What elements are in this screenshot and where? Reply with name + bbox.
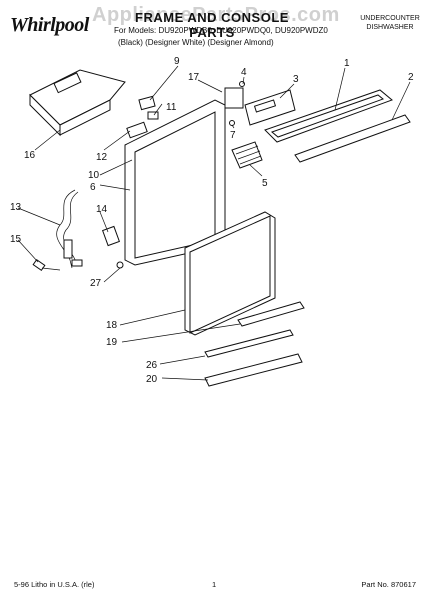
leader-lines xyxy=(17,65,411,381)
models-line: For Models: DU920PWDB0, DU920PWDQ0, DU92… xyxy=(114,26,328,35)
part-27-screw xyxy=(116,261,124,269)
callout-17: 17 xyxy=(188,72,200,83)
callout-6: 6 xyxy=(90,182,96,193)
page-title: FRAME AND CONSOLE PARTS xyxy=(135,10,289,40)
callout-4: 4 xyxy=(241,67,247,78)
callout-12: 12 xyxy=(96,152,108,163)
product-line-1: UNDERCOUNTER xyxy=(360,15,420,22)
part-19-bottom-trim xyxy=(237,301,305,327)
callout-7: 7 xyxy=(230,130,236,141)
product-type: UNDERCOUNTER DISHWASHER xyxy=(350,14,430,32)
part-17-console-end xyxy=(224,87,244,109)
part-18-door-panel xyxy=(184,211,276,336)
product-line-2: DISHWASHER xyxy=(366,24,414,31)
footer-litho: 5-96 Litho in U.S.A. (rle) xyxy=(14,580,95,589)
part-9-bracket xyxy=(138,95,156,111)
part-1-console-panel xyxy=(264,89,393,143)
callout-27: 27 xyxy=(90,278,102,289)
callout-19: 19 xyxy=(106,337,118,348)
part-26-toe-strip xyxy=(204,329,294,358)
callout-26: 26 xyxy=(146,360,158,371)
callout-13: 13 xyxy=(10,202,22,213)
callout-15: 15 xyxy=(10,234,22,245)
part-5-touchpad xyxy=(231,141,263,169)
watermark: AppliancePartsPros.com xyxy=(92,4,340,26)
callout-3: 3 xyxy=(293,74,299,85)
footer-page: 1 xyxy=(212,580,217,589)
part-12-bracket xyxy=(126,121,148,139)
callout-2: 2 xyxy=(408,72,414,83)
part-14-switch xyxy=(101,225,121,247)
part-7-screw xyxy=(229,120,235,126)
callout-5: 5 xyxy=(262,178,268,189)
part-3-control-module xyxy=(244,89,296,126)
colors-line: (Black) (Designer White) (Designer Almon… xyxy=(118,38,274,47)
part-11-clip xyxy=(147,111,159,120)
callout-10: 10 xyxy=(88,170,100,181)
part-2-trim-strip xyxy=(294,114,411,163)
callout-9: 9 xyxy=(174,56,180,67)
part-4-screw xyxy=(239,81,245,87)
part-16-console-bracket xyxy=(29,69,126,137)
part-15-connector xyxy=(32,258,61,272)
callout-20: 20 xyxy=(146,374,158,385)
part-20-kick-plate xyxy=(204,353,303,387)
callout-18: 18 xyxy=(106,320,118,331)
callout-1: 1 xyxy=(344,58,350,69)
part-6-door-frame xyxy=(124,99,226,266)
callout-11: 11 xyxy=(166,102,177,113)
part-13-wire-harness xyxy=(56,189,83,269)
callout-16: 16 xyxy=(24,150,36,161)
footer-part-number: Part No. 870617 xyxy=(361,580,416,589)
brand-logo: Whirlpool xyxy=(10,14,89,36)
callout-14: 14 xyxy=(96,204,108,215)
